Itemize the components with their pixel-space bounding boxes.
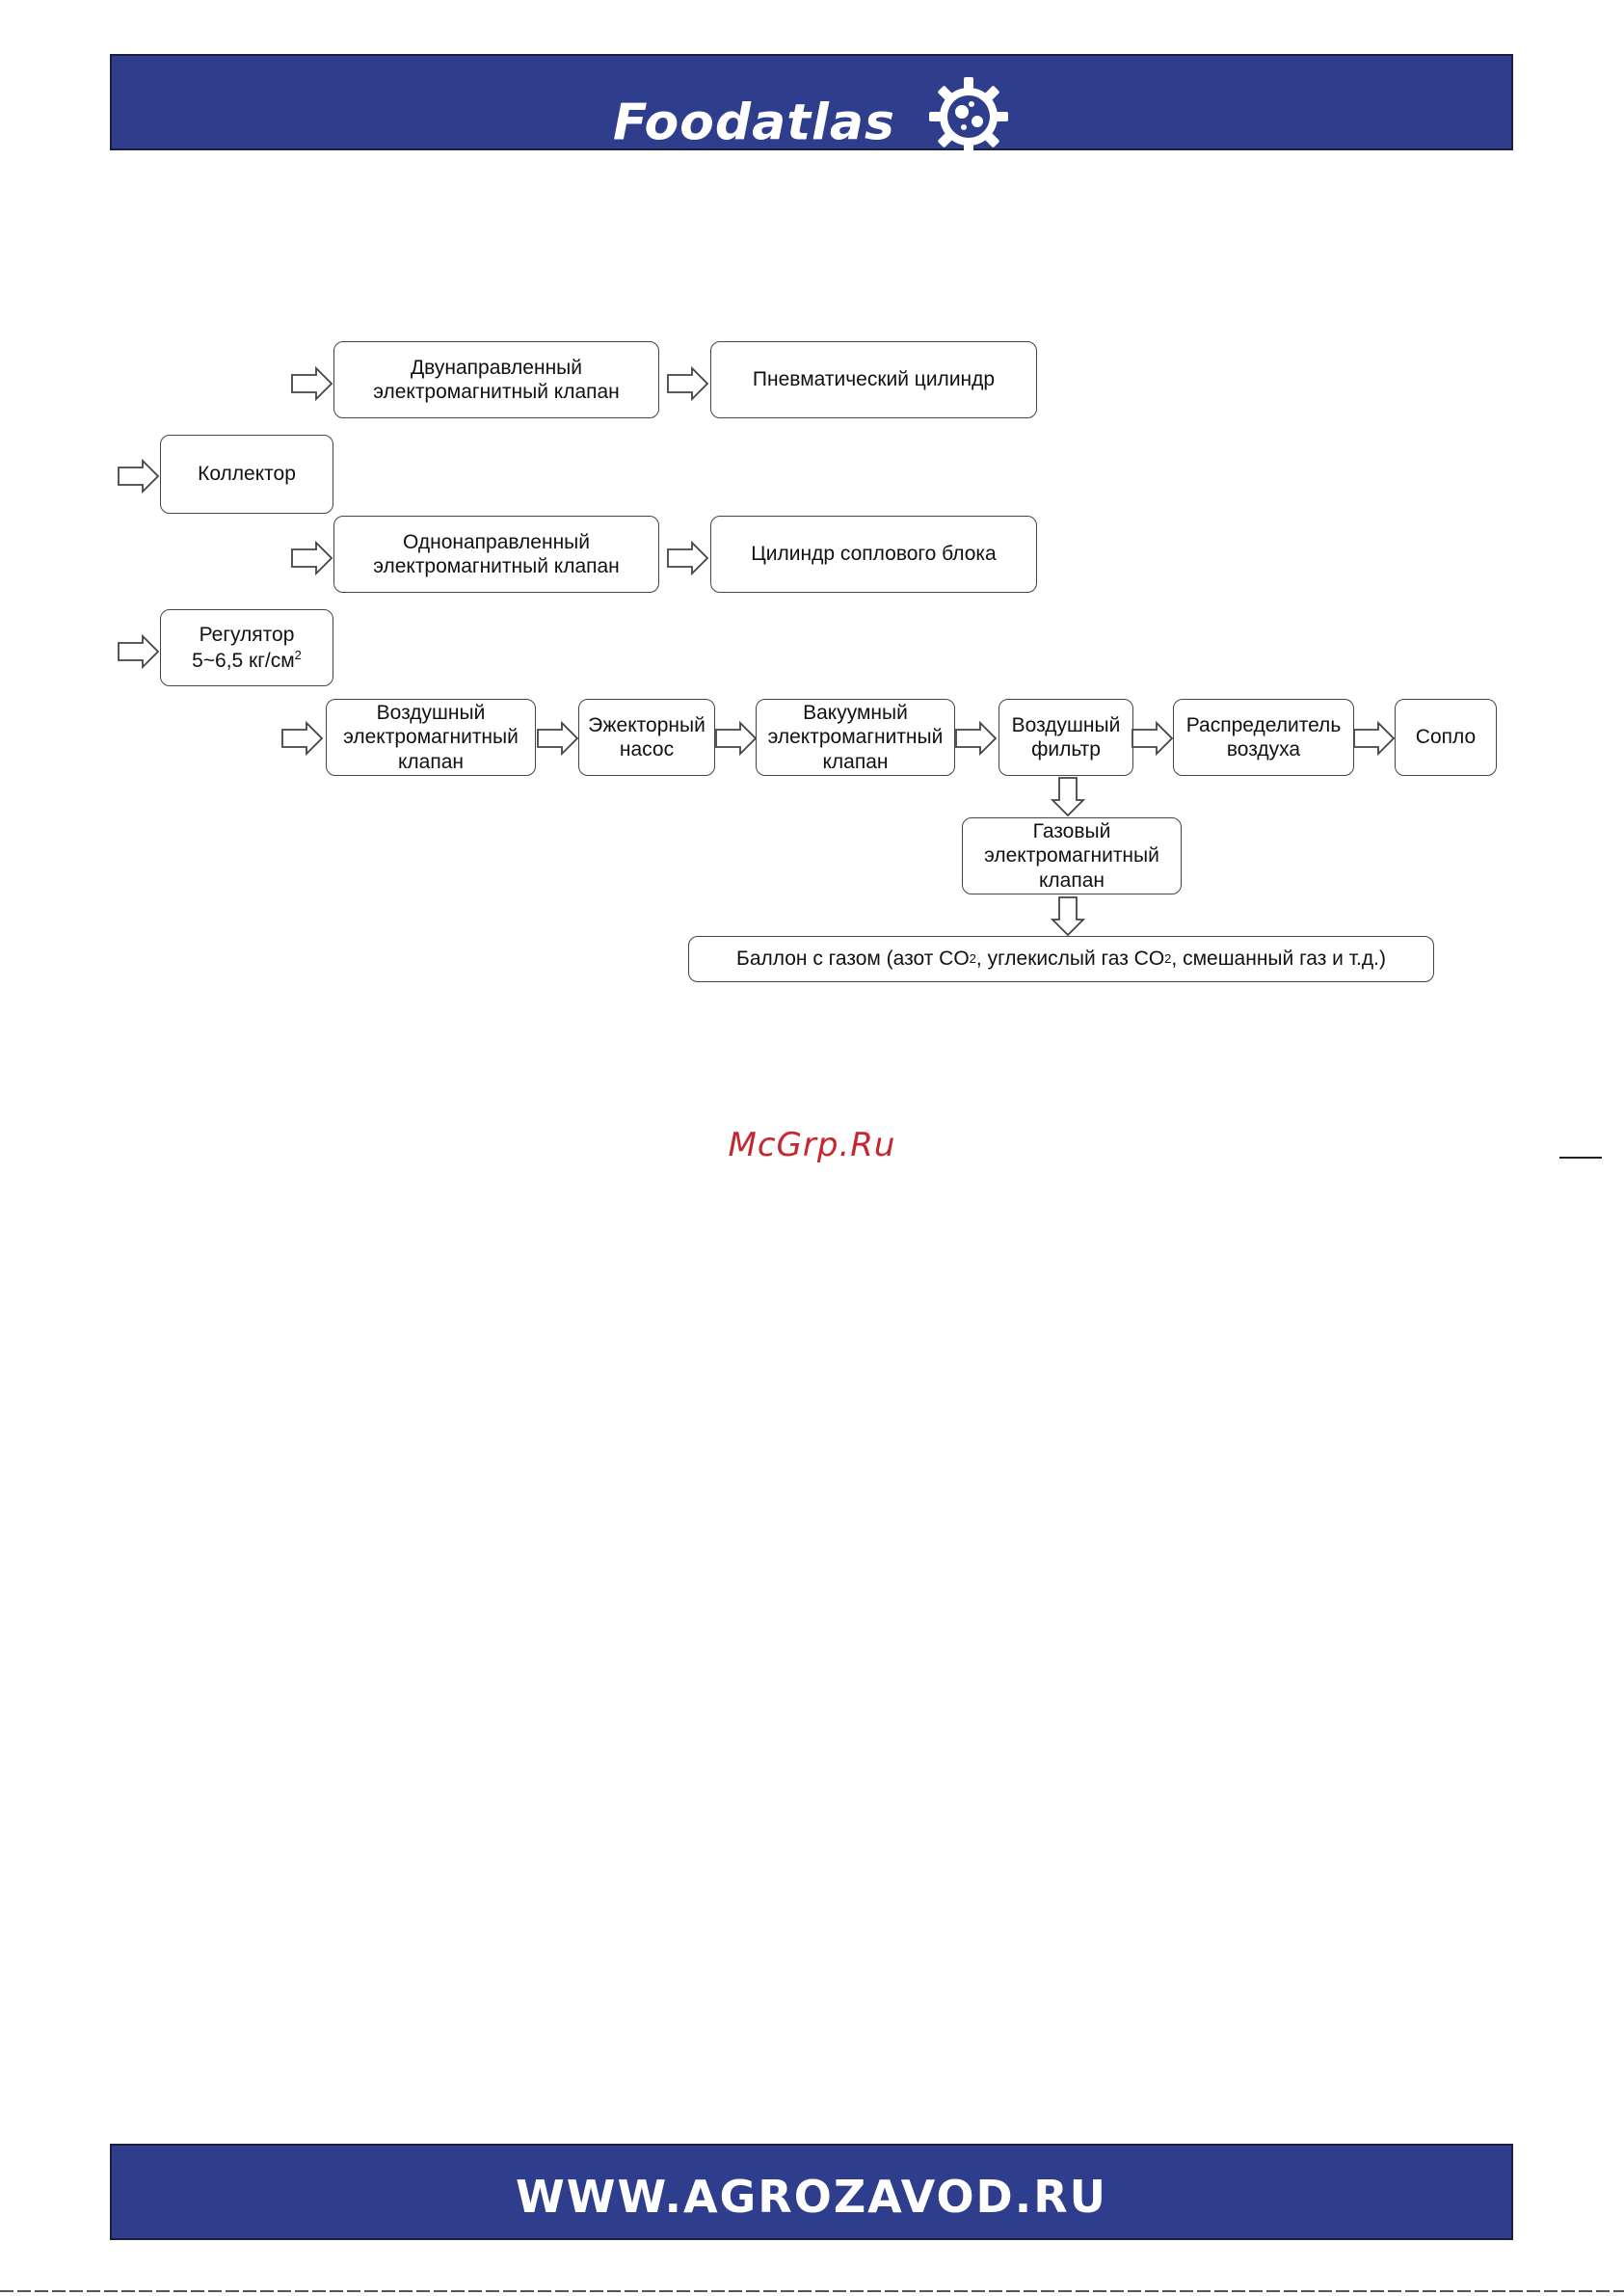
two-way-valve-node: Двунаправленный электромагнитный клапан xyxy=(333,341,659,418)
regulator-value: 5~6,5 кг/см2 xyxy=(192,647,302,672)
flow-arrow xyxy=(955,722,997,755)
input-arrow xyxy=(291,542,333,574)
vacuum-valve-node: Вакуумный электромагнитный клапан xyxy=(756,699,955,776)
flow-arrow-down xyxy=(1052,777,1084,816)
regulator-label: Регулятор xyxy=(199,624,295,647)
nozzle-node: Сопло xyxy=(1395,699,1497,776)
flow-arrow xyxy=(667,542,708,574)
input-arrow xyxy=(291,367,333,400)
header-banner: Foodatlas xyxy=(110,54,1513,156)
pneumatic-cylinder-node: Пневматический цилиндр xyxy=(710,341,1037,418)
flow-arrow xyxy=(715,722,757,755)
gear-icon xyxy=(927,75,1010,171)
bottom-dashed-line xyxy=(0,2290,1624,2292)
flow-arrow xyxy=(537,722,578,755)
gas-valve-node: Газовый электромагнитный клапан xyxy=(962,817,1182,894)
one-way-valve-node: Однонаправленный электромагнитный клапан xyxy=(333,516,659,593)
input-arrow xyxy=(118,635,159,668)
watermark: McGrp.Ru xyxy=(728,1126,896,1164)
flow-arrow xyxy=(1353,722,1395,755)
air-valve-node: Воздушный электромагнитный клапан xyxy=(326,699,536,776)
ejector-pump-node: Эжекторный насос xyxy=(578,699,715,776)
footer-banner: WWW.AGROZAVOD.RU xyxy=(110,2144,1513,2240)
nozzle-block-cylinder-node: Цилиндр соплового блока xyxy=(710,516,1037,593)
flow-arrow-down xyxy=(1052,896,1084,936)
input-arrow xyxy=(281,722,323,755)
air-filter-node: Воздушный фильтр xyxy=(998,699,1133,776)
input-arrow xyxy=(118,460,159,493)
flow-arrow xyxy=(667,367,708,400)
brand-name: Foodatlas xyxy=(612,93,895,152)
footer-site-url[interactable]: WWW.AGROZAVOD.RU xyxy=(516,2171,1107,2223)
brand-logo: Foodatlas xyxy=(112,75,1511,171)
regulator-node: Регулятор 5~6,5 кг/см2 xyxy=(160,609,333,686)
air-distributor-node: Распределитель воздуха xyxy=(1173,699,1354,776)
collector-node: Коллектор xyxy=(160,435,333,514)
flow-arrow xyxy=(1131,722,1173,755)
page-edge-mark xyxy=(1559,1157,1602,1159)
